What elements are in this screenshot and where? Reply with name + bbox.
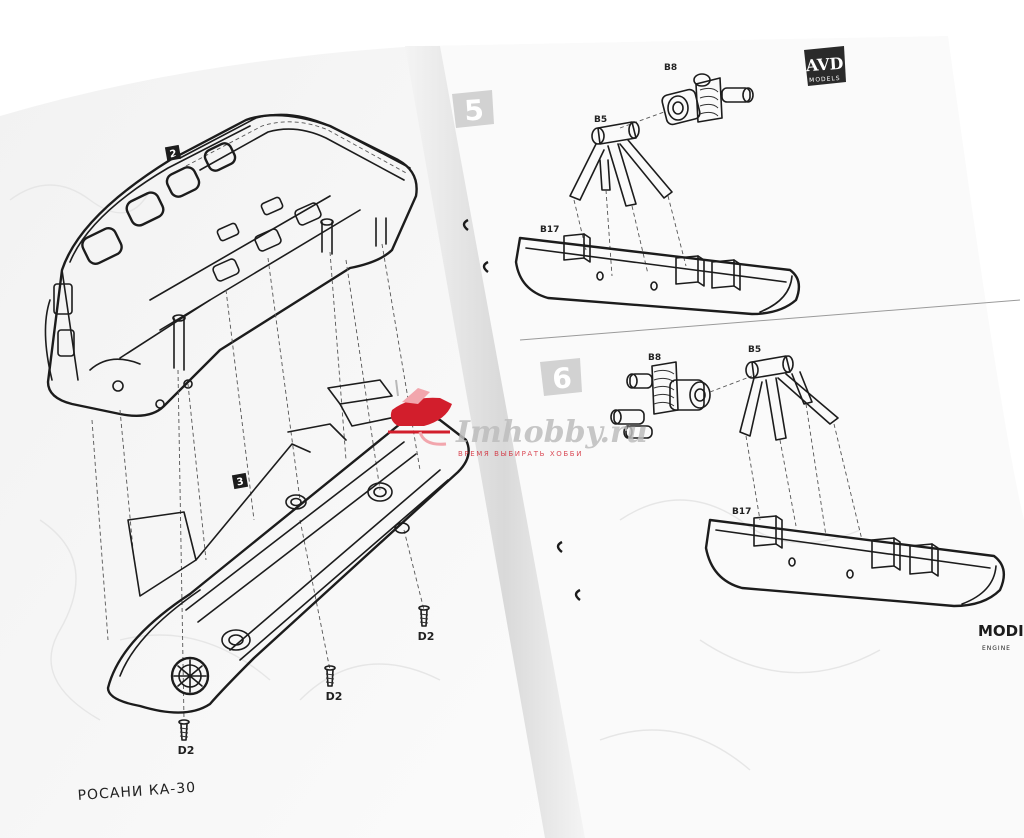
step-6-badge: 6	[540, 358, 582, 396]
right-page	[420, 36, 1024, 838]
screw-d2-2: D2	[324, 665, 343, 703]
chassis-plate-drawing	[106, 379, 470, 714]
screw-label-2: D2	[326, 690, 343, 703]
modi-corner-logo: MODI ENGINE	[978, 622, 1024, 652]
left-page	[0, 46, 560, 838]
step6-guide-lines	[745, 403, 863, 541]
screw-label-1: D2	[418, 630, 435, 643]
step5-b8-label: B8	[664, 63, 677, 73]
corner-logo-main: MODI	[978, 622, 1024, 640]
imhobby-watermark: Imhobby.ru ВРЕМЯ ВЫБИРАТЬ ХОББИ	[388, 379, 648, 458]
watermark-text: Imhobby.ru	[455, 415, 648, 450]
step-6-number: 6	[551, 361, 573, 395]
van-windows	[81, 142, 237, 265]
step6-b17-ski: B17	[704, 507, 1006, 608]
step6-b17-label: B17	[732, 507, 751, 517]
step-3-number: 3	[236, 476, 245, 488]
avd-logo-sub: MODELS	[809, 75, 841, 84]
screw-label-3: D2	[178, 744, 195, 757]
faint-background-art-right	[599, 499, 881, 771]
step-2-number: 2	[169, 148, 178, 160]
van-body-drawing	[44, 113, 418, 417]
watermark-tagline: ВРЕМЯ ВЫБИРАТЬ ХОББИ	[458, 450, 583, 458]
screw-d2-3: D2	[178, 719, 195, 757]
screw-d2-1: D2	[418, 605, 435, 643]
step6-b8-shock: B8	[610, 353, 711, 439]
step-5-number: 5	[463, 93, 485, 127]
step6-b8-label: B8	[648, 353, 661, 363]
step5-b8-shock: B8	[661, 63, 754, 126]
avd-logo-main: AVD	[804, 54, 844, 76]
step5-b17-ski: B17	[514, 225, 801, 316]
step6-b5-frame: B5	[739, 345, 839, 441]
step5-b17-label: B17	[540, 225, 559, 235]
staples	[462, 218, 581, 601]
corner-logo-sub: ENGINE	[982, 645, 1011, 652]
step-3-badge: 3	[231, 472, 249, 490]
step-separator-line	[519, 299, 1021, 341]
step5-b5-label: B5	[594, 115, 607, 125]
step6-b5-label: B5	[748, 345, 761, 355]
watermark-snowmobile-icon	[388, 379, 452, 446]
underside-mounts	[212, 196, 322, 282]
assembly-guide-lines-left	[91, 243, 425, 721]
avd-models-logo: AVD MODELS	[804, 46, 846, 86]
spine-gutter	[405, 46, 585, 838]
step5-b5-frame: B5	[569, 115, 673, 207]
step-5-badge: 5	[452, 90, 494, 128]
